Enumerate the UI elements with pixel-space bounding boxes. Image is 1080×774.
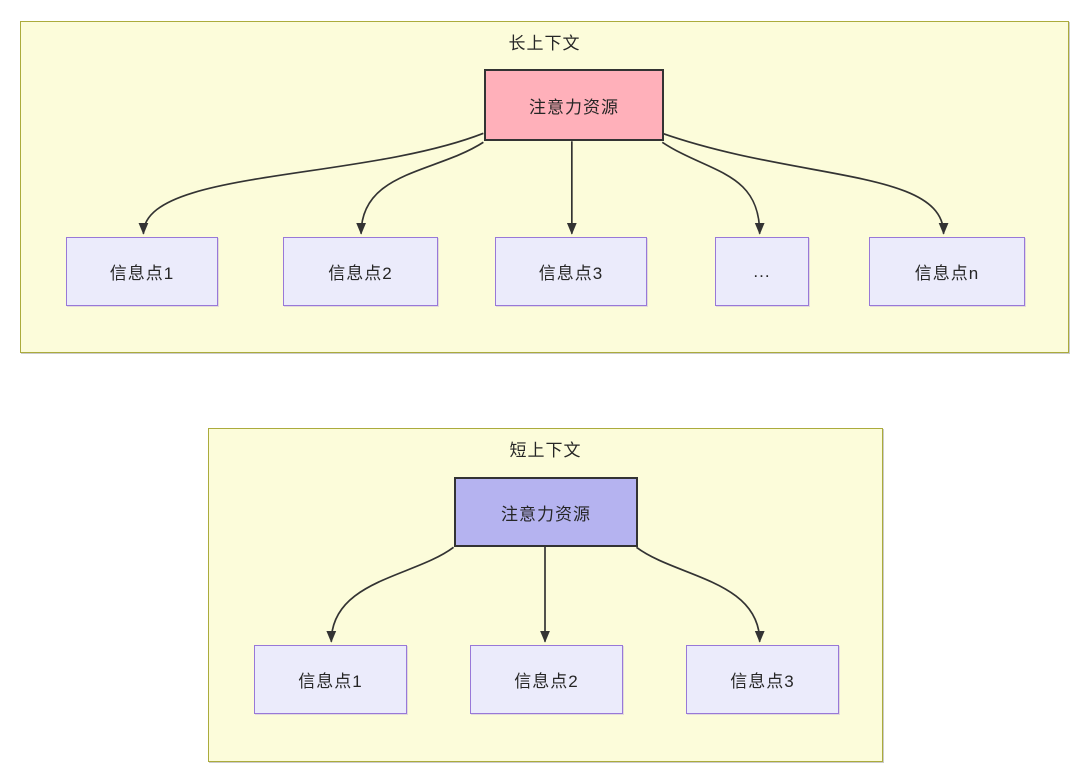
short-info-node-2: 信息点2 — [470, 645, 623, 714]
edge-attention-to-info3 — [635, 546, 765, 643]
edge-attention-to-info2 — [356, 141, 484, 235]
edge-attention-to-ellipsis — [661, 141, 765, 235]
edge-attention-to-info1 — [326, 546, 455, 643]
long-info-node-3: 信息点3 — [495, 237, 647, 306]
long-info-node-1: 信息点1 — [66, 237, 218, 306]
short-context-title: 短上下文 — [509, 441, 582, 460]
long-attention-node: 注意力资源 — [484, 69, 664, 141]
long-context-title: 长上下文 — [508, 34, 581, 53]
short-info-node-3: 信息点3 — [686, 645, 839, 714]
short-info-node-1: 信息点1 — [254, 645, 407, 714]
edge-attention-to-infon — [662, 132, 949, 235]
edge-attention-to-info1 — [138, 132, 484, 235]
long-info-node-n: 信息点n — [869, 237, 1025, 306]
long-info-node-2: 信息点2 — [283, 237, 438, 306]
short-attention-node: 注意力资源 — [454, 477, 638, 547]
long-info-node-ellipsis: ... — [715, 237, 809, 306]
long-context-container: 长上下文 注意力资源 信息点1 信息点2 信息点3 ... 信息点n — [20, 21, 1069, 353]
short-context-container: 短上下文 注意力资源 信息点1 信息点2 信息点3 — [208, 428, 883, 762]
